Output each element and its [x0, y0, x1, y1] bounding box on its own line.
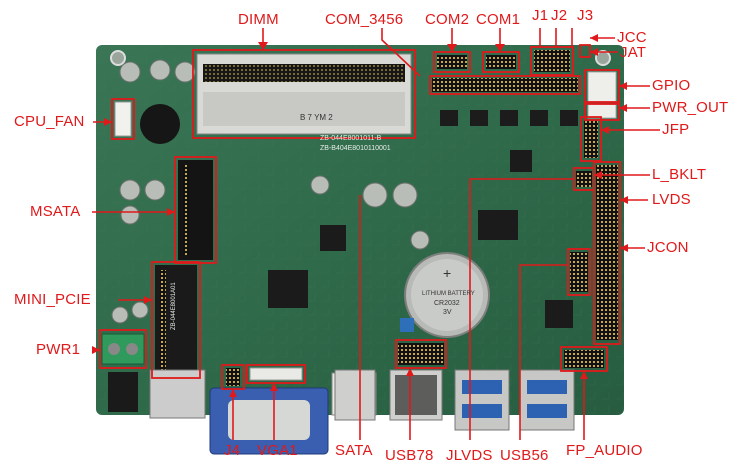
gpio-connector: [587, 71, 617, 103]
label-j4: J4: [224, 442, 241, 459]
label-jfp: JFP: [662, 121, 690, 138]
com2-header: [437, 55, 467, 69]
label-j3: J3: [577, 7, 594, 24]
label-com2: COM2: [425, 11, 470, 28]
usb78-header: [398, 343, 444, 365]
label-jcc: JCC: [617, 29, 647, 46]
usb56-header: [570, 252, 588, 292]
label-usb56: USB56: [500, 447, 549, 464]
cpu-fan-connector: [114, 101, 132, 137]
dimm-silk: B 7 YM 2: [300, 113, 333, 122]
label-gpio: GPIO: [652, 77, 691, 94]
com1-header: [486, 55, 516, 69]
jcon-header: [596, 165, 618, 340]
label-usb78: USB78: [385, 447, 434, 464]
j4-header: [226, 368, 240, 386]
j123-jumpers: [534, 50, 570, 72]
lan-port-1: [334, 369, 376, 421]
pwr-out-connector: [587, 103, 617, 119]
label-msata: MSATA: [30, 203, 81, 220]
jlvds-header: [576, 171, 592, 187]
usb-stack-1: [454, 369, 510, 431]
label-pwr-out: PWR_OUT: [652, 99, 729, 116]
battery-volt: 3V: [443, 309, 452, 316]
usb-stack-2: [519, 369, 575, 431]
label-jlvds: JLVDS: [446, 447, 493, 464]
highlight-boxes: [99, 44, 621, 390]
label-com1: COM1: [476, 11, 521, 28]
label-sata: SATA: [335, 442, 373, 459]
label-mini-pcie: MINI_PCIE: [14, 291, 91, 308]
label-fp-audio: FP_AUDIO: [566, 442, 643, 459]
jfp-header: [584, 120, 598, 158]
com3456-header: [432, 78, 578, 92]
label-j2: J2: [551, 7, 568, 24]
fp-audio-header: [564, 350, 604, 368]
label-dimm: DIMM: [238, 11, 279, 28]
battery-text: LITHIUM BATTERY: [422, 291, 475, 297]
buzzer: [140, 104, 180, 144]
part-no-silk: ZB-044E8001011-B: [320, 135, 382, 142]
label-l-bklt: L_BKLT: [652, 166, 707, 183]
label-lvds: LVDS: [652, 191, 691, 208]
battery-plus: +: [443, 265, 451, 281]
label-vga1: VGA1: [257, 442, 298, 459]
label-cpu-fan: CPU_FAN: [14, 113, 85, 130]
minipcie-silk: ZB-044E8001A01: [171, 282, 177, 330]
arrow-heads: [92, 34, 628, 397]
label-com-3456: COM_3456: [325, 11, 404, 28]
label-jcon: JCON: [647, 239, 689, 256]
serial-silk: ZB-B404E8010110001: [320, 145, 391, 152]
label-j1: J1: [532, 7, 549, 24]
battery-model: CR2032: [434, 300, 460, 307]
capacitors: [111, 59, 430, 324]
main-chip: [268, 270, 308, 308]
label-pwr1: PWR1: [36, 341, 81, 358]
label-jat: JAT: [620, 44, 647, 61]
